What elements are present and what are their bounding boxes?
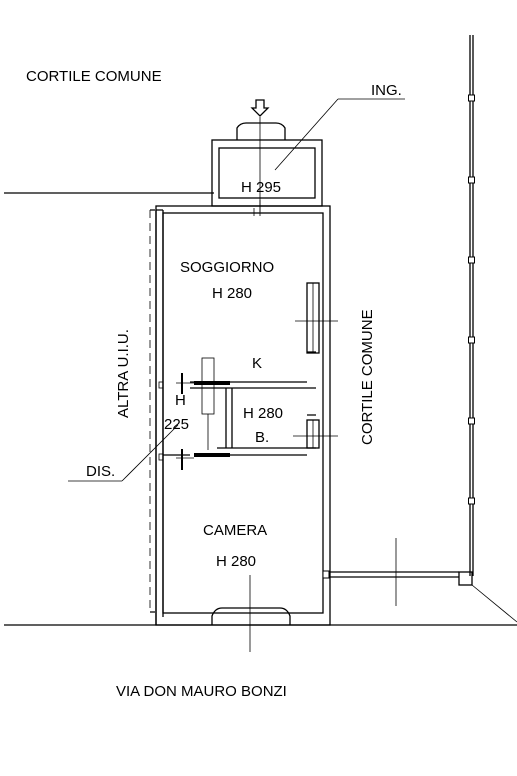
entrance-inner-wall	[218, 147, 316, 199]
door-living	[194, 381, 230, 385]
label-bath: B.	[255, 429, 269, 446]
label-h-bath: H 280	[243, 405, 283, 422]
marker-left-1	[158, 381, 164, 389]
gate-rail-end	[322, 570, 330, 579]
label-h-entrance: H 295	[241, 179, 281, 196]
party-wall-caps	[150, 209, 155, 613]
gate-post	[458, 571, 473, 586]
label-soggiorno: SOGGIORNO	[180, 259, 274, 276]
label-cortile-top: CORTILE COMUNE	[26, 68, 162, 85]
fence-posts	[468, 94, 475, 505]
entrance-step	[236, 122, 286, 140]
window-bedroom	[211, 607, 291, 625]
ing-leader-diag	[274, 98, 339, 171]
label-h-camera: H 280	[216, 553, 256, 570]
label-h-dis-a: H	[175, 392, 186, 409]
party-wall-left	[155, 209, 164, 625]
marker-left-2	[158, 453, 164, 461]
label-h-dis-b: 225	[164, 416, 189, 433]
window-jambs	[307, 351, 316, 449]
unit-inner-wall	[162, 212, 324, 614]
label-cortile-right: CORTILE COMUNE	[359, 309, 376, 445]
label-altra-uiu: ALTRA U.I.U.	[115, 329, 132, 418]
door-bedroom	[194, 453, 230, 457]
unit-outer-wall	[155, 205, 331, 626]
label-ing: ING.	[371, 82, 402, 99]
gate-rail	[330, 571, 459, 578]
entrance-arrow-icon	[250, 99, 270, 117]
dis-leader-diag	[121, 424, 179, 482]
entrance-outer-wall	[211, 139, 323, 207]
wall-corridor-bath	[225, 388, 233, 448]
label-street: VIA DON MAURO BONZI	[116, 683, 287, 700]
label-h-soggiorno: H 280	[212, 285, 252, 302]
gate-swing	[471, 584, 517, 623]
corridor-fixture	[201, 357, 215, 415]
label-dis: DIS.	[86, 463, 115, 480]
wall-bath-bedroom	[217, 447, 307, 456]
label-k: K	[252, 355, 262, 372]
label-camera: CAMERA	[203, 522, 267, 539]
